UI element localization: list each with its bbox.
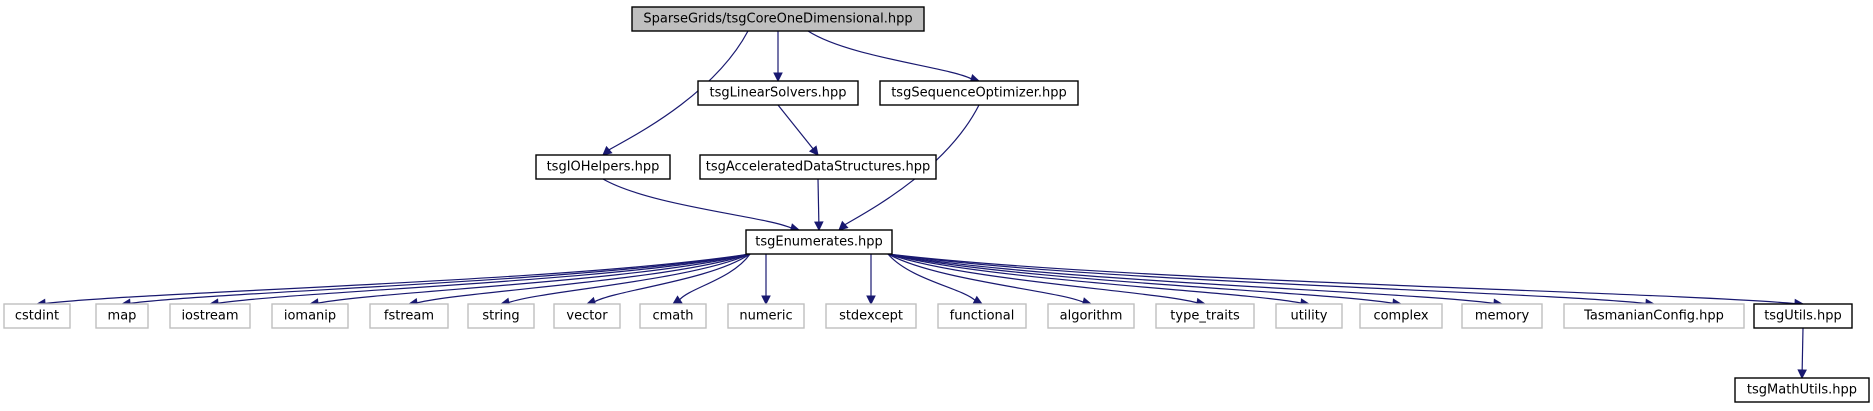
edge-line bbox=[1801, 327, 1804, 371]
node-tsgiohelpers[interactable]: tsgIOHelpers.hpp bbox=[535, 154, 671, 180]
edge-line bbox=[887, 253, 1394, 304]
node-numeric[interactable]: numeric bbox=[727, 303, 805, 329]
node-algorithm[interactable]: algorithm bbox=[1047, 303, 1135, 329]
edge-line bbox=[887, 253, 1302, 304]
edge-sequence-optimizer-to-enumerates bbox=[838, 104, 980, 231]
edge-line bbox=[844, 104, 980, 226]
edge-accelerated-to-enumerates bbox=[814, 178, 824, 232]
svg-text:TasmanianConfig.hpp: TasmanianConfig.hpp bbox=[1583, 309, 1724, 324]
edge-line bbox=[777, 104, 814, 150]
edge-line bbox=[817, 178, 820, 223]
svg-text:memory: memory bbox=[1475, 309, 1530, 324]
edge-line bbox=[887, 253, 1495, 304]
edge-line bbox=[807, 30, 972, 80]
svg-text:string: string bbox=[482, 309, 519, 324]
node-iomanip[interactable]: iomanip bbox=[271, 303, 349, 329]
svg-text:utility: utility bbox=[1291, 309, 1328, 324]
svg-text:map: map bbox=[108, 309, 137, 324]
node-functional[interactable]: functional bbox=[937, 303, 1027, 329]
node-complex[interactable]: complex bbox=[1359, 303, 1443, 329]
edge-arrowhead bbox=[814, 221, 824, 232]
svg-text:functional: functional bbox=[950, 309, 1015, 324]
node-string[interactable]: string bbox=[467, 303, 535, 329]
svg-text:cstdint: cstdint bbox=[15, 309, 59, 324]
svg-text:complex: complex bbox=[1373, 309, 1428, 324]
edge-arrowhead bbox=[838, 220, 849, 231]
node-fstream[interactable]: fstream bbox=[369, 303, 449, 329]
edge-line bbox=[887, 253, 1647, 305]
svg-text:tsgMathUtils.hpp: tsgMathUtils.hpp bbox=[1747, 383, 1857, 398]
edge-linear-solvers-to-accelerated bbox=[777, 104, 819, 156]
edge-arrowhead bbox=[866, 295, 876, 306]
svg-text:tsgSequenceOptimizer.hpp: tsgSequenceOptimizer.hpp bbox=[891, 86, 1067, 101]
node-cstdint[interactable]: cstdint bbox=[3, 303, 71, 329]
edge-line bbox=[508, 253, 751, 303]
svg-text:numeric: numeric bbox=[739, 309, 792, 324]
node-tsgsequenceoptimizer[interactable]: tsgSequenceOptimizer.hpp bbox=[879, 80, 1079, 106]
svg-text:algorithm: algorithm bbox=[1060, 309, 1123, 324]
node-tsgutils[interactable]: tsgUtils.hpp bbox=[1753, 303, 1853, 329]
edge-enumerates-to-cstdint bbox=[35, 253, 751, 309]
edge-root-to-linear-solvers bbox=[773, 31, 783, 83]
edge-arrowhead bbox=[972, 295, 983, 305]
svg-text:tsgAcceleratedDataStructures.h: tsgAcceleratedDataStructures.hpp bbox=[706, 160, 931, 175]
node-type-traits[interactable]: type_traits bbox=[1155, 303, 1255, 329]
node-cmath[interactable]: cmath bbox=[639, 303, 707, 329]
edge-enumerates-to-stdexcept bbox=[866, 254, 876, 306]
edge-arrowhead bbox=[808, 145, 819, 156]
svg-text:tsgEnumerates.hpp: tsgEnumerates.hpp bbox=[755, 235, 883, 250]
svg-text:SparseGrids/tsgCoreOneDimensio: SparseGrids/tsgCoreOneDimensional.hpp bbox=[643, 12, 912, 27]
node-utility[interactable]: utility bbox=[1275, 303, 1343, 329]
node-tsgmathutils[interactable]: tsgMathUtils.hpp bbox=[1734, 377, 1870, 403]
node-root-tsgcoreonedimensional[interactable]: SparseGrids/tsgCoreOneDimensional.hpp bbox=[631, 6, 925, 32]
edge-line bbox=[317, 253, 751, 304]
node-tsglinearsolvers[interactable]: tsgLinearSolvers.hpp bbox=[697, 80, 859, 106]
svg-text:fstream: fstream bbox=[384, 309, 434, 324]
edge-arrowhead bbox=[672, 295, 683, 305]
svg-text:type_traits: type_traits bbox=[1170, 309, 1240, 324]
node-map[interactable]: map bbox=[95, 303, 149, 329]
edge-root-to-sequence-optimizer bbox=[807, 30, 981, 84]
svg-text:cmath: cmath bbox=[652, 309, 693, 324]
edge-arrowhead bbox=[602, 145, 613, 156]
edge-arrowhead bbox=[773, 72, 783, 83]
edge-line bbox=[594, 253, 751, 303]
edge-line bbox=[679, 253, 751, 301]
svg-text:iomanip: iomanip bbox=[284, 309, 336, 324]
edge-arrowhead bbox=[1797, 369, 1807, 380]
svg-text:tsgIOHelpers.hpp: tsgIOHelpers.hpp bbox=[547, 160, 660, 175]
node-tasmanianconfig[interactable]: TasmanianConfig.hpp bbox=[1563, 303, 1745, 329]
edge-io-helpers-to-enumerates bbox=[602, 178, 801, 233]
edge-line bbox=[602, 178, 792, 229]
edge-arrowhead bbox=[761, 295, 771, 306]
svg-text:vector: vector bbox=[566, 309, 608, 324]
edge-line bbox=[887, 253, 1796, 305]
edge-line bbox=[887, 253, 1084, 303]
edge-line bbox=[217, 253, 751, 304]
edge-enumerates-to-numeric bbox=[761, 254, 771, 306]
edge-line bbox=[129, 253, 751, 304]
svg-text:tsgLinearSolvers.hpp: tsgLinearSolvers.hpp bbox=[709, 86, 846, 101]
node-tsgaccelerateddatastructures[interactable]: tsgAcceleratedDataStructures.hpp bbox=[699, 154, 937, 180]
edge-line bbox=[416, 253, 751, 304]
node-tsgenumerates[interactable]: tsgEnumerates.hpp bbox=[745, 229, 893, 255]
node-memory[interactable]: memory bbox=[1461, 303, 1543, 329]
svg-text:stdexcept: stdexcept bbox=[839, 309, 903, 324]
edge-utils-to-math-utils bbox=[1797, 327, 1807, 380]
svg-text:iostream: iostream bbox=[181, 309, 238, 324]
edge-line bbox=[887, 253, 976, 301]
edge-line bbox=[887, 253, 1198, 304]
node-iostream[interactable]: iostream bbox=[169, 303, 251, 329]
node-stdexcept[interactable]: stdexcept bbox=[825, 303, 917, 329]
svg-text:tsgUtils.hpp: tsgUtils.hpp bbox=[1764, 309, 1842, 324]
edge-line bbox=[608, 30, 749, 151]
node-vector[interactable]: vector bbox=[553, 303, 621, 329]
edge-root-to-io-helpers bbox=[602, 30, 749, 156]
edge-line bbox=[44, 253, 751, 305]
